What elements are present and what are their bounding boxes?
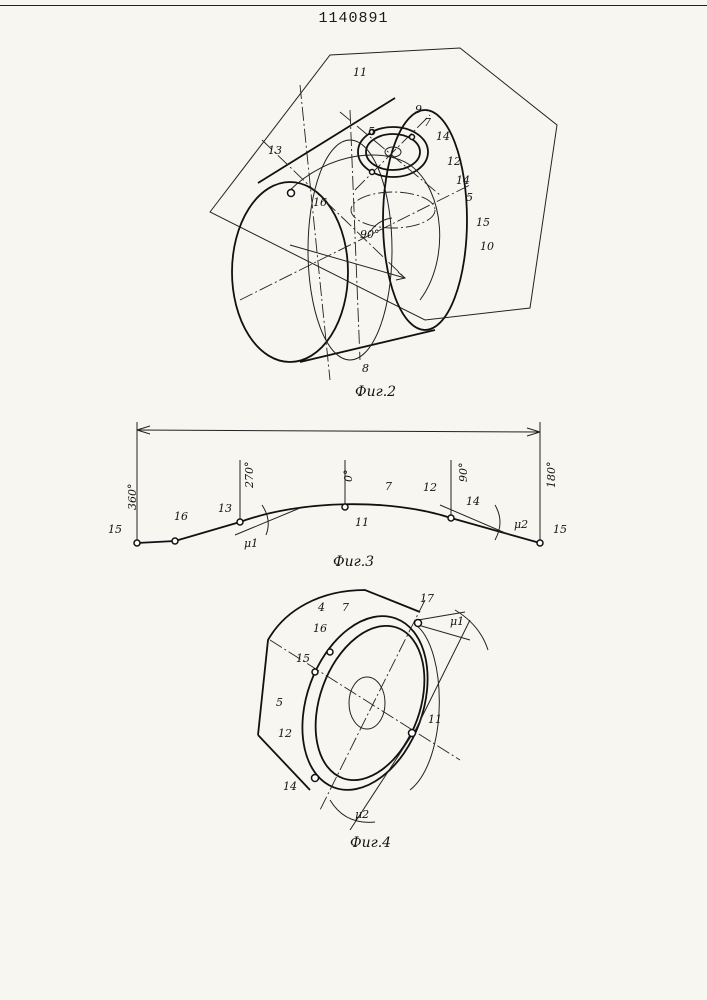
point-15 (312, 669, 318, 675)
figure-2: 11 9 7 5 14 13 12 14 5 16 15 90° 10 8 Фи… (210, 48, 557, 400)
label-mu2: μ2 (355, 808, 369, 821)
point-11 (409, 730, 416, 737)
label-mu2: μ2 (514, 518, 528, 531)
label-15: 15 (108, 523, 122, 536)
figure-4-caption: Фиг.4 (350, 835, 391, 851)
label-5: 5 (466, 191, 473, 204)
cylinder-section-1 (308, 140, 392, 360)
point-15 (537, 540, 543, 546)
label-11: 11 (355, 516, 369, 529)
label-14: 14 (283, 780, 297, 793)
degree-0: 0° (342, 470, 355, 483)
label-11: 11 (353, 66, 367, 79)
label-14: 14 (466, 495, 480, 508)
point-16 (172, 538, 178, 544)
axis-line (320, 600, 425, 810)
point-marker (410, 135, 415, 140)
wheel-face-outer (280, 599, 451, 808)
label-14: 14 (436, 130, 450, 143)
label-12: 12 (278, 727, 292, 740)
point-11 (342, 504, 348, 510)
angle-label: 90° (360, 228, 380, 241)
point-14 (312, 775, 319, 782)
label-mu1: μ1 (450, 615, 464, 628)
label-11: 11 (428, 713, 442, 726)
dimension-line (137, 430, 540, 432)
point-14 (448, 515, 454, 521)
label-16: 16 (313, 622, 327, 635)
label-5: 5 (368, 125, 375, 138)
point-marker (370, 170, 375, 175)
label-4: 4 (317, 601, 325, 614)
degree-180: 180° (545, 462, 558, 489)
angle-arc-mu2 (495, 505, 500, 540)
degree-360: 360° (126, 484, 139, 511)
figure-3: 360° 270° 0° 90° 180° 15 16 13 μ1 11 7 1… (108, 422, 567, 570)
degree-90: 90° (457, 463, 470, 483)
axis-line (300, 85, 330, 380)
label-5: 5 (276, 696, 283, 709)
wheel-bore (349, 677, 385, 729)
label-mu1: μ1 (244, 537, 258, 550)
figure-3-caption: Фиг.3 (333, 554, 374, 570)
label-16: 16 (313, 196, 327, 209)
label-12: 12 (447, 155, 461, 168)
label-17: 17 (420, 592, 434, 605)
label-14: 14 (456, 174, 470, 187)
point-16 (327, 649, 333, 655)
point-marker (288, 190, 295, 197)
label-9: 9 (415, 103, 422, 116)
cylinder-front-end (232, 182, 348, 362)
point-17 (415, 620, 422, 627)
label-8: 8 (362, 362, 369, 375)
label-7: 7 (385, 480, 392, 493)
point-13 (237, 519, 243, 525)
label-15: 15 (296, 652, 310, 665)
label-7: 7 (424, 116, 431, 129)
label-16: 16 (174, 510, 188, 523)
angle-arc-mu1 (262, 505, 268, 535)
figure-2-caption: Фиг.2 (355, 384, 396, 400)
label-13: 13 (218, 502, 232, 515)
label-15: 15 (553, 523, 567, 536)
point-15 (134, 540, 140, 546)
degree-270: 270° (243, 462, 256, 490)
label-12: 12 (423, 481, 437, 494)
label-15: 15 (476, 216, 490, 229)
label-10: 10 (480, 240, 494, 253)
label-13: 13 (268, 144, 282, 157)
label-7: 7 (342, 601, 349, 614)
projection-ellipse (351, 192, 435, 228)
profile-curve (137, 504, 540, 543)
figure-4: 4 7 17 μ1 16 15 5 12 11 14 μ2 Фиг.4 (258, 590, 488, 851)
